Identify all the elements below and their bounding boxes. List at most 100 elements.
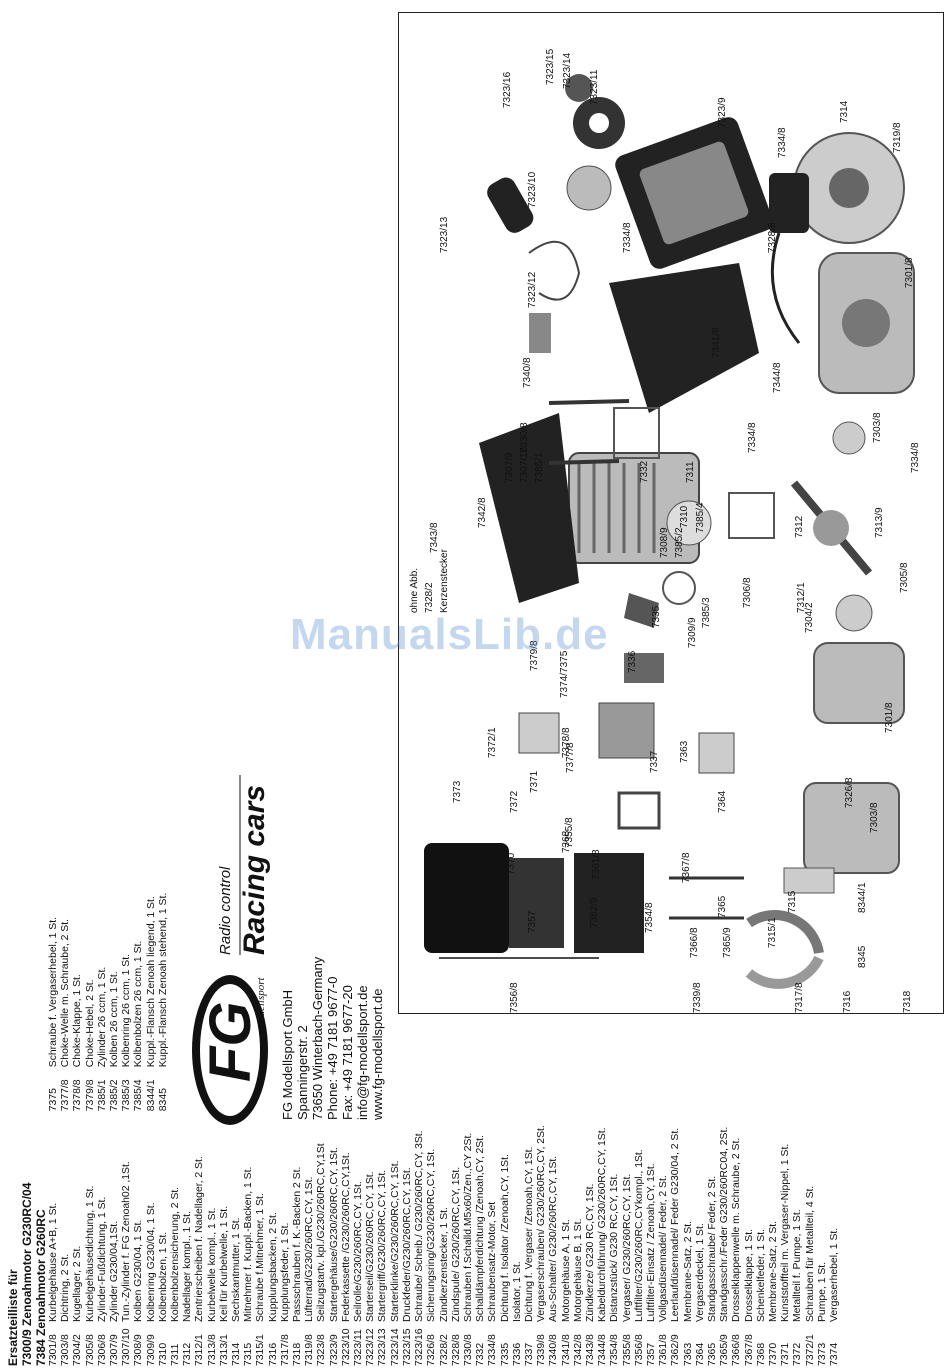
part-number: 7343/8 [584,1334,596,1366]
part-number: 7305/8 [84,1334,96,1366]
part-description: Aus-Schalter/ G230/260RC,CY, 1St. [548,1155,560,1322]
address-line: Phone: +49 7181 9677-0 [325,976,340,1121]
part-callout: 7328/2 [424,582,435,613]
part-callout: 7368 [561,830,572,853]
part-description: Kurbelgehäusedichtung, 1 St. [84,1185,96,1322]
part-number: 7357 [645,1342,657,1366]
part-callout: 7323/16 [502,71,513,108]
part-callout: 7307/9 [504,452,515,483]
part-callout: 7306/8 [742,577,753,608]
part-number: 7365 [706,1342,718,1366]
part-callout: 7317/8 [794,982,805,1013]
part-description: Kuppl.-Flansch Zenoah liegend, 1 St. [145,896,157,1068]
part-number: 7309/9 [145,1334,157,1366]
starter-reel-part [565,74,625,211]
muffler-bolts-part [548,399,630,465]
part-number: 7377/8 [60,1079,72,1112]
part-description: Metallteil f. Pumpe, 1 St. [792,1209,804,1322]
part-description: Luftfilter-Einsatz / Zenoah,CY, 1St. [645,1163,657,1322]
part-number: 7372/1 [804,1334,816,1366]
part-number: 7339/8 [536,1334,548,1366]
part-number: 7326/8 [426,1334,438,1366]
part-callout: 7372/1 [487,727,498,758]
part-description: Luftfilter/G230/260RC,CYkompl., 1St. [633,1149,645,1322]
part-description: Kabeldurchführung/ G230/260RC,CY, 1St. [597,1127,609,1322]
bearing-part [832,421,866,455]
bearing-part [835,594,873,632]
part-description: Schraubensatz-Motor, Set [487,1201,499,1322]
part-description: Zündkerzenstecker, 1 St. [438,1207,450,1322]
fg-logo: FG modellsport Radio control Racing cars [192,775,271,1125]
company-region: FG modellsport Radio control Racing cars… [180,720,400,1370]
part-description: Kolbenring 26 ccm, 1 St. [121,954,133,1068]
part-callout: 7372 [509,790,520,813]
part-number: 7328/2 [438,1334,450,1366]
part-callout: 7334/8 [777,127,788,158]
part-description: Standgasschr./Feder G230/260RC04, 2St. [719,1126,731,1322]
logo-sub: modellsport [255,977,267,1031]
part-description: Choke-Welle m. Schraube, 2 St. [60,918,72,1068]
address-line[interactable]: info@fg-modellsport.de [355,985,370,1120]
part-callout: 7308/9 [659,527,670,558]
part-callout: 7371 [529,770,540,793]
part-number: 7304/2 [72,1334,84,1366]
part-callout: ohne Abb. [409,567,420,613]
part-callout: 7385/4 [695,502,706,533]
part-callout: 7361/8 [591,849,602,880]
part-callout: 7323/13 [439,216,450,253]
part-description: Choke-Hebel, 2 St. [84,979,96,1068]
part-description: Membrane-Satz, 2 St. [767,1220,779,1322]
part-description: Dichtung f. Vergaser /Zenoah,CY, 1St. [523,1146,535,1322]
part-callout: 7362/9 [589,897,600,928]
part-number: 7373 [816,1342,828,1366]
part-callout: 7334/8 [910,442,921,473]
part-description: Distanzstück/ G230 RC,CY, 1St. [609,1173,621,1322]
part-description: Pumpe, 1 St. [816,1261,828,1322]
engine-housing-a-part [609,263,759,413]
part-callout: 7365 [717,895,728,918]
part-number: 7379/8 [84,1079,96,1112]
engine-housing-b-part [479,413,579,603]
parts-list-row: 7377/8 Choke-Welle m. Schraube, 2 St. [60,893,72,1111]
part-number: 7366/8 [731,1334,743,1366]
part-callout: 7323/9 [717,97,728,128]
part-description: Vollgasdüsennadel/ Feder, 2 St. [658,1175,670,1322]
part-number: 7341/8 [560,1334,572,1366]
part-description: Druckfeder/G230/260RC,CY, 1St. [401,1167,413,1322]
part-description: Schrauben f.Schalld.M5x60/Zen.,CY 2St. [462,1132,474,1322]
part-number: 7385/2 [109,1079,121,1112]
part-description: Drosselklappe, 1 St. [743,1229,755,1322]
part-description: Standgasschraube/ Feder, 2 St. [706,1175,718,1322]
part-callout: 7332 [639,460,650,483]
carb-screws-part [669,876,744,920]
part-description: Schrauben für Metallteil, 4 St. [804,1185,816,1322]
part-callout: 7370 [506,852,517,875]
part-number: 7310 [157,1342,169,1366]
part-number: 7334/8 [487,1334,499,1366]
address-line[interactable]: www.fg-modellsport.de [370,988,385,1121]
part-callout: 7344/8 [772,362,783,393]
part-callout: 8345 [857,945,868,968]
part-callout: 7315/1 [767,917,778,948]
part-callout: 7304/2 [804,602,815,633]
part-description: Kuppl.-Flansch Zenoah stehend, 1 St. [157,892,169,1068]
ignition-coil-part [769,173,809,344]
part-description: Schraube/ Scheib./ G230/260RC,CY, 3St. [414,1130,426,1322]
part-description: Leerlaufdüsennadel/ Feder G230/04, 2 St. [670,1127,682,1322]
part-description: Schraube f. Vergaserhebel, 1 St. [48,917,59,1068]
cylinder-part [568,452,700,564]
part-description: Dichtung f. Isolator /Zenoah,CY, 1St. [499,1154,511,1322]
part-number: 7332 [475,1342,487,1366]
